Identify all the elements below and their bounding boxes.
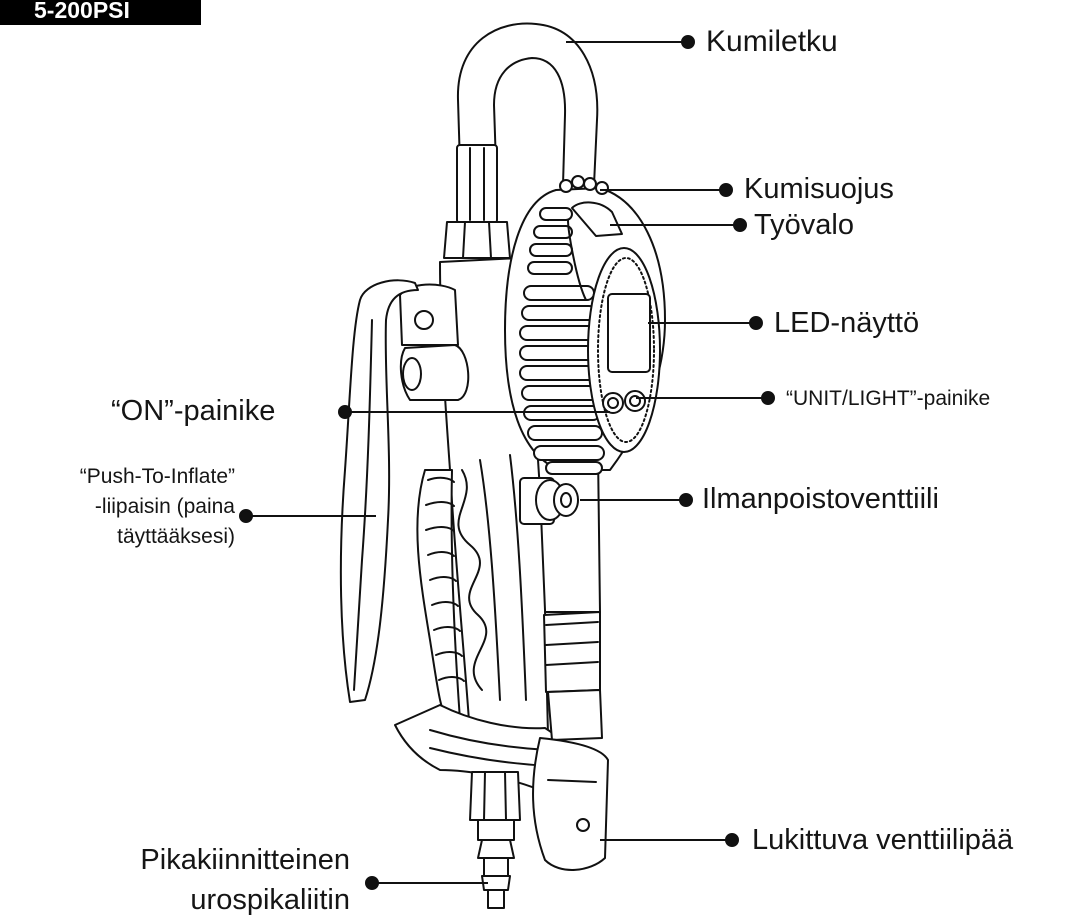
- label-led-display: LED-näyttö: [774, 309, 919, 338]
- label-trigger: “Push-To-Inflate” -liipaisin (paina täyt…: [80, 462, 235, 552]
- label-work-light: Työvalo: [754, 211, 854, 240]
- leader-dot-hose: [682, 36, 694, 48]
- label-unit-light-button: “UNIT/LIGHT”-painike: [786, 388, 990, 409]
- leader-dot-coupler: [366, 877, 378, 889]
- label-coupler-line-1: Pikakiinnitteinen: [140, 840, 350, 880]
- label-bleed-valve: Ilmanpoistoventtiili: [702, 485, 939, 514]
- label-coupler: Pikakiinnitteinen urospikaliitin: [140, 840, 350, 920]
- label-trigger-line-3: täyttääksesi): [80, 522, 235, 552]
- label-on-button: “ON”-painike: [111, 397, 275, 426]
- label-trigger-line-2: -liipaisin (paina: [80, 492, 235, 522]
- label-coupler-line-2: urospikaliitin: [140, 880, 350, 920]
- leader-dot-bleed-valve: [680, 494, 692, 506]
- gauge-housing: [505, 176, 665, 474]
- leader-dot-trigger: [240, 510, 252, 522]
- leader-dot-work-light: [734, 219, 746, 231]
- leader-dot-lock-chuck: [726, 834, 738, 846]
- quick-coupler: [470, 772, 520, 908]
- leader-dot-led-display: [750, 317, 762, 329]
- label-hose: Kumiletku: [706, 27, 838, 57]
- bleed-valve: [520, 478, 578, 524]
- label-rubber-guard: Kumisuojus: [744, 175, 894, 204]
- leader-dot-rubber-guard: [720, 184, 732, 196]
- leader-dot-on-button: [339, 406, 351, 418]
- leader-dot-unit-light: [762, 392, 774, 404]
- label-trigger-line-1: “Push-To-Inflate”: [80, 462, 235, 492]
- label-lock-chuck: Lukittuva venttiilipää: [752, 826, 1013, 855]
